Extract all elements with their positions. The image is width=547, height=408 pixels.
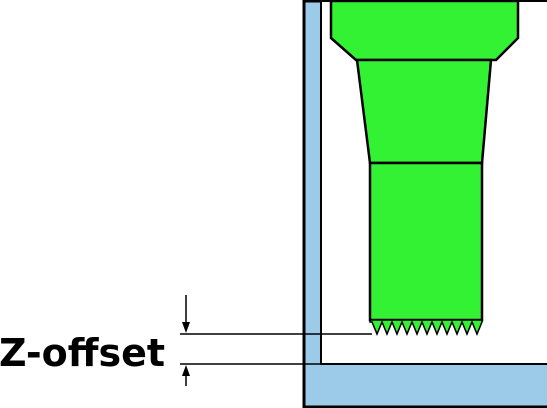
part-support-teeth bbox=[369, 319, 483, 336]
part-top-block bbox=[329, 0, 520, 62]
dimension-arrow-upper-head bbox=[182, 322, 190, 333]
z-offset-label: Z-offset bbox=[0, 331, 165, 375]
dimension-arrow-lower-head bbox=[182, 365, 190, 376]
part-lower-column bbox=[368, 161, 484, 322]
part-tapered-section bbox=[355, 58, 493, 165]
